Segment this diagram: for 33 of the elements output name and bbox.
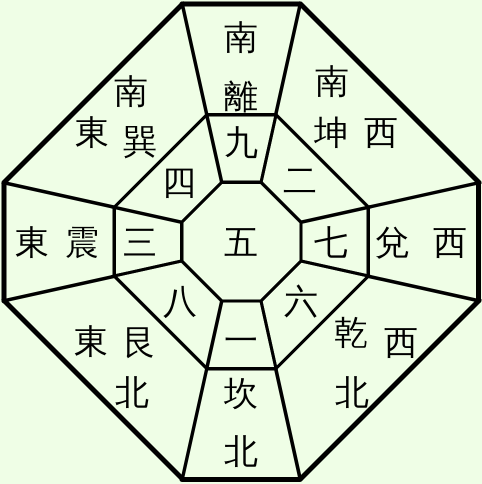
- direction-label: 東: [74, 325, 108, 359]
- direction-label: 東: [15, 226, 49, 260]
- direction-label: 北: [335, 376, 369, 410]
- number-label: 三: [123, 226, 157, 260]
- trigram-label: 震: [65, 226, 99, 260]
- trigram-label: 離: [224, 80, 258, 114]
- trigram-label: 坤: [314, 116, 348, 150]
- number-label: 二: [283, 164, 317, 198]
- direction-label: 西: [384, 326, 418, 360]
- trigram-label: 艮: [123, 326, 157, 360]
- trigram-label: 坎: [224, 377, 258, 411]
- number-label: 一: [224, 324, 258, 358]
- number-label: 七: [314, 226, 348, 260]
- number-label: 八: [163, 285, 197, 319]
- direction-label: 南: [315, 65, 349, 99]
- direction-label: 北: [224, 435, 258, 469]
- outer-ring-segment: [0, 180, 117, 304]
- number-label: 六: [284, 285, 318, 319]
- direction-label: 東: [75, 116, 109, 150]
- trigram-label: 兌: [375, 226, 409, 260]
- outer-ring-segment: [0, 273, 210, 482]
- inner-ring-segment: [112, 112, 224, 224]
- direction-label: 北: [115, 376, 149, 410]
- number-label: 五: [224, 226, 258, 260]
- direction-label: 南: [224, 21, 258, 55]
- trigram-label: 乾: [334, 316, 368, 350]
- number-label: 九: [224, 126, 258, 160]
- direction-label: 西: [433, 226, 467, 260]
- direction-label: 南: [114, 75, 148, 109]
- inner-ring-segment: [112, 259, 224, 370]
- direction-label: 西: [364, 116, 398, 150]
- number-label: 四: [162, 166, 196, 200]
- trigram-label: 巽: [123, 125, 157, 159]
